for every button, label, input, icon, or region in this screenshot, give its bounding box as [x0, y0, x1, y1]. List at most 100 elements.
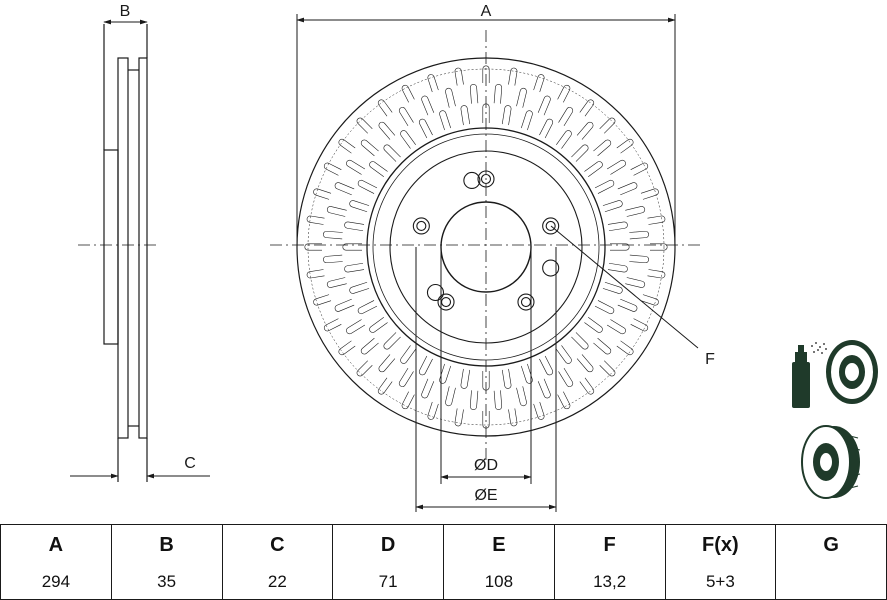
spec-header-cell: A — [0, 524, 112, 565]
bolt-hole-inner — [416, 220, 427, 232]
dimension-e — [415, 247, 557, 512]
cooling-vane — [556, 345, 572, 364]
cooling-vane — [421, 378, 435, 399]
cooling-vane — [398, 107, 414, 127]
cooling-vane — [378, 354, 396, 373]
spec-header-cell: D — [332, 524, 444, 565]
spec-header-cell: E — [443, 524, 555, 565]
cooling-vane — [377, 99, 393, 117]
cooling-vane — [334, 298, 355, 312]
spec-value-cell: 22 — [221, 565, 334, 600]
cooling-vane — [342, 243, 362, 251]
cooling-vane — [304, 243, 322, 251]
cooling-vane — [617, 182, 638, 196]
cooling-vane — [383, 332, 401, 350]
cooling-vane — [323, 230, 343, 240]
cooling-vane — [647, 215, 666, 225]
cooling-vane — [418, 118, 433, 139]
brake-cleaner-spray-icon — [792, 340, 878, 408]
dimension-b-label: B — [120, 3, 131, 20]
cooling-vane — [357, 179, 378, 194]
bolt-hole-inner — [440, 296, 452, 308]
cooling-vane — [501, 105, 512, 126]
cooling-vane — [460, 368, 471, 389]
cooling-vane — [323, 318, 342, 332]
bolt-hole — [437, 293, 455, 311]
spec-value-cell: 5+3 — [664, 565, 777, 600]
cooling-vane — [377, 377, 393, 395]
cooling-vane — [520, 363, 533, 384]
cooling-vane — [401, 84, 415, 103]
bolt-hole — [412, 217, 430, 235]
cooling-vane — [640, 294, 659, 306]
cooling-vane — [584, 161, 603, 177]
cooling-vane — [520, 110, 533, 131]
cooling-vane — [602, 281, 623, 294]
spec-value-cell: 108 — [443, 565, 555, 600]
dimension-f — [550, 225, 699, 349]
cooling-vane — [469, 390, 479, 410]
cooling-vane — [558, 367, 574, 387]
cooling-vane — [346, 319, 366, 335]
bolt-hole — [542, 217, 560, 235]
spec-value-cell — [775, 565, 887, 600]
disc-front-view — [270, 30, 700, 460]
cooling-vane — [593, 139, 612, 157]
cooling-vane — [378, 121, 396, 140]
cooling-vane — [602, 200, 623, 213]
cooling-vane — [445, 386, 456, 407]
threaded-hole — [463, 171, 481, 190]
cooling-vane — [482, 65, 490, 83]
dimension-f-label: F — [705, 351, 715, 368]
bolt-hole — [517, 293, 535, 311]
cooling-vane — [610, 243, 630, 251]
cooling-vane — [323, 254, 343, 264]
cooling-vane — [439, 110, 452, 131]
cooling-vane — [533, 74, 545, 93]
cooling-vane — [493, 84, 503, 104]
cooling-vane — [579, 99, 595, 117]
dimension-c-label: C — [184, 455, 196, 472]
cooling-vane — [594, 179, 615, 194]
cooling-vane — [383, 144, 401, 162]
threaded-hole — [426, 283, 445, 302]
cooling-vane — [625, 277, 646, 288]
bolt-hole-inner — [520, 296, 532, 308]
cooling-vane — [650, 243, 668, 251]
cooling-vane — [594, 300, 615, 315]
cooling-vane — [346, 159, 366, 175]
cooling-vane — [607, 262, 628, 273]
technical-drawing: B C A ØD ØE F — [70, 3, 878, 512]
cooling-vane — [625, 206, 646, 217]
spec-value-cell: 35 — [110, 565, 223, 600]
cooling-vane — [616, 138, 634, 154]
cooling-vane — [576, 121, 594, 140]
cooling-vane — [557, 391, 571, 410]
cooling-vane — [313, 188, 332, 200]
cooling-vane — [640, 188, 659, 200]
cooling-vane — [571, 332, 589, 350]
cooling-vane — [617, 298, 638, 312]
cooling-vane — [338, 340, 356, 356]
cooling-vane — [427, 74, 439, 93]
cooling-vane — [508, 408, 518, 427]
spec-header-cell: G — [775, 524, 887, 565]
cooling-vane — [647, 269, 666, 279]
spec-header-cell: B — [110, 524, 223, 565]
cooling-vane — [306, 215, 325, 225]
threaded-hole — [542, 259, 560, 277]
dimension-a — [296, 14, 676, 247]
cooling-vane — [369, 317, 388, 333]
cooling-vane — [356, 117, 373, 134]
cooling-vane — [557, 84, 571, 103]
cooling-vane — [501, 368, 512, 389]
cooling-vane — [629, 230, 649, 240]
cooling-vane — [537, 95, 551, 116]
cooling-vane — [539, 355, 554, 376]
cooling-vane — [576, 354, 594, 373]
cooling-vane — [508, 67, 518, 86]
cooling-vane — [630, 162, 649, 176]
dimension-b: B — [103, 3, 148, 25]
cooling-vane — [599, 360, 616, 377]
